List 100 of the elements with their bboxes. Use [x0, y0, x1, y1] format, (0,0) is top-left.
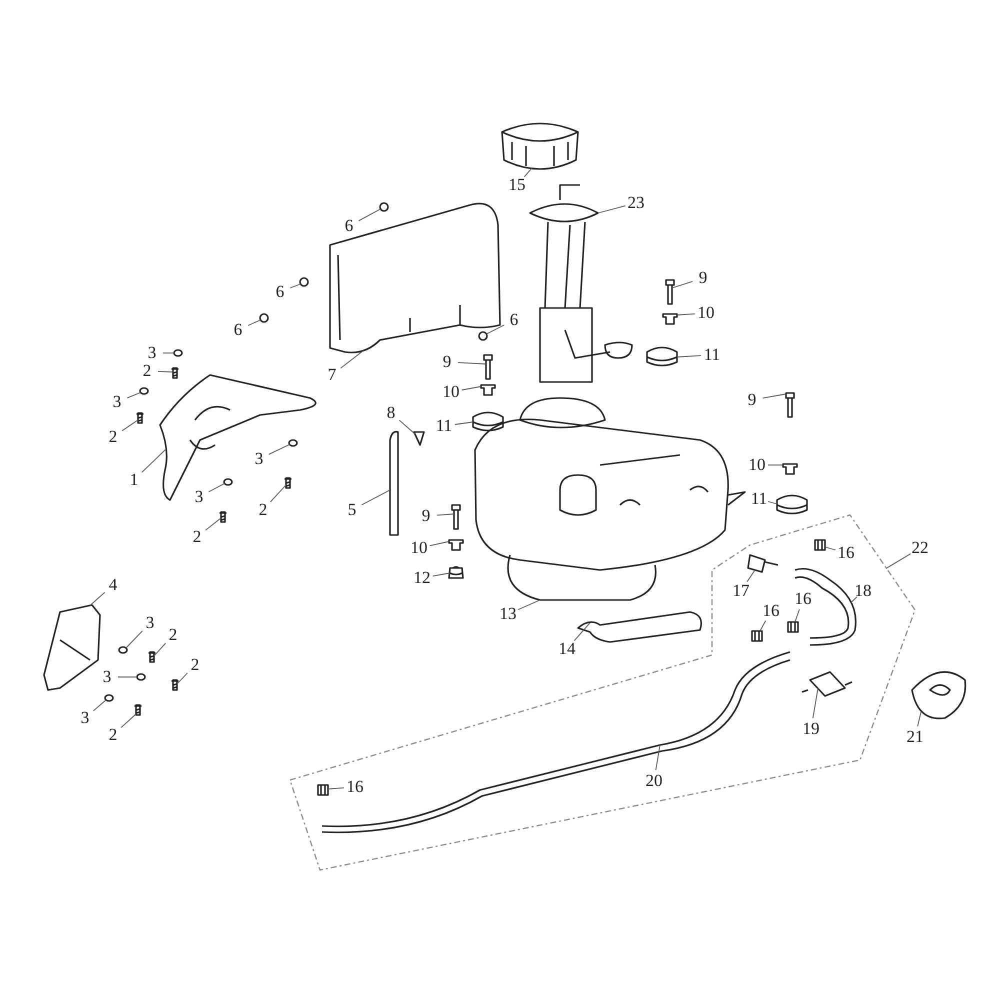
callout-number: 7	[328, 366, 336, 384]
leader-line	[454, 422, 474, 425]
screw	[148, 651, 156, 663]
callout-number: 23	[628, 194, 644, 212]
callout-number: 11	[704, 346, 720, 364]
leader-line	[429, 541, 450, 546]
callout-number: 3	[146, 614, 154, 632]
callout-number: 10	[442, 383, 460, 401]
nut-clip	[136, 673, 146, 681]
rivet	[379, 202, 389, 212]
callout-number: 9	[698, 269, 708, 287]
leader-line	[824, 546, 836, 550]
leader-line	[886, 553, 912, 569]
leader-line	[461, 386, 482, 390]
leader-line	[122, 420, 138, 432]
callout-number: 10	[698, 304, 714, 322]
leader-line	[340, 350, 364, 369]
leader-line	[290, 284, 301, 288]
washer	[480, 384, 496, 396]
leader-line	[768, 464, 784, 466]
callout-number: 2	[142, 362, 152, 380]
leader-line	[850, 596, 858, 603]
leader-line	[162, 352, 174, 354]
leader-line	[398, 420, 416, 434]
callout-number: 2	[258, 501, 268, 519]
leader-line	[126, 392, 141, 398]
grommet	[776, 494, 808, 514]
leader-line	[762, 394, 786, 399]
callout-number: 20	[646, 772, 662, 790]
callout-number: 3	[80, 709, 90, 727]
callout-number: 9	[422, 507, 430, 525]
callout-number: 18	[854, 582, 872, 600]
leader-line	[812, 688, 818, 719]
callout-number: 3	[148, 344, 156, 362]
callout-number: 17	[732, 582, 750, 600]
callout-number: 16	[762, 602, 780, 620]
leader-line	[676, 355, 702, 358]
callout-number: 6	[276, 283, 284, 301]
screw	[172, 367, 178, 379]
callout-number: 9	[748, 391, 756, 409]
callout-number: 6	[234, 321, 242, 339]
grommet	[472, 412, 504, 432]
callout-number: 10	[410, 539, 428, 557]
nut-clip	[288, 439, 298, 447]
leader-line	[328, 787, 344, 790]
nut-clip	[104, 694, 114, 702]
callout-number: 14	[558, 640, 576, 658]
leader-line	[270, 484, 286, 502]
leader-line	[158, 370, 174, 372]
screw	[220, 511, 226, 523]
leader-line	[176, 672, 188, 684]
callout-number: 2	[108, 428, 118, 446]
callout-number: 3	[194, 488, 204, 506]
tank-strap	[577, 611, 702, 643]
callout-number: 6	[344, 217, 354, 235]
callout-number: 6	[510, 311, 518, 329]
grommet	[646, 346, 678, 366]
leader-line	[760, 620, 766, 632]
clip	[413, 431, 425, 446]
filler-neck-ring	[501, 122, 579, 170]
callout-number: 2	[190, 656, 200, 674]
callout-number: 5	[348, 501, 356, 519]
leader-line	[672, 280, 693, 288]
rivet	[478, 331, 488, 341]
callout-number: 8	[386, 404, 396, 422]
fuel-filter	[801, 671, 853, 697]
leader-line	[361, 490, 390, 506]
screw	[134, 704, 142, 716]
nut-clip	[118, 646, 128, 654]
leader-line	[676, 313, 696, 316]
leader-line	[458, 362, 486, 364]
leader-line	[518, 600, 540, 610]
callout-number: 16	[794, 590, 812, 608]
callout-number: 2	[168, 626, 178, 644]
leader-line	[655, 744, 660, 771]
rivet	[299, 277, 309, 287]
leader-line	[205, 518, 222, 531]
leader-line	[268, 444, 290, 455]
leader-line	[432, 572, 450, 577]
callout-number: 2	[108, 726, 118, 744]
callout-number: 19	[802, 720, 820, 738]
callout-number: 1	[130, 471, 138, 489]
leader-line	[768, 501, 778, 504]
leader-line	[574, 622, 590, 642]
leader-line	[598, 205, 626, 214]
callout-number: 2	[192, 528, 202, 546]
nut-clip	[223, 478, 233, 486]
heat-shield	[329, 202, 501, 354]
fuel-cap	[911, 671, 966, 720]
callout-number: 3	[102, 668, 112, 686]
leader-line	[746, 570, 756, 582]
leader-line	[794, 608, 800, 622]
leader-line	[486, 324, 505, 334]
leader-line	[358, 208, 381, 222]
leader-line	[92, 700, 106, 712]
callout-number: 3	[254, 450, 264, 468]
leader-line	[126, 630, 143, 648]
callout-number: 15	[508, 176, 526, 194]
nut-clip	[173, 349, 183, 357]
vent-hose	[389, 430, 399, 536]
